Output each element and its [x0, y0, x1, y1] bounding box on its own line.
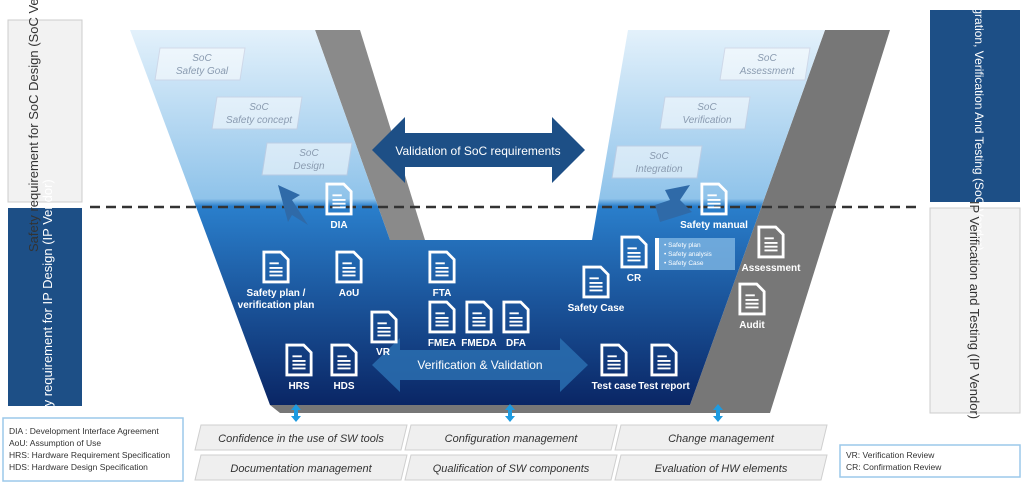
support-process: Change management	[614, 424, 828, 451]
svg-text:Change management: Change management	[668, 433, 775, 445]
svg-text:• Safety plan• Safety analysis: • Safety plan• Safety analysis• Safety C…	[664, 242, 713, 267]
svg-text:Verification: Verification	[682, 115, 732, 126]
svg-text:FMEDA: FMEDA	[461, 338, 497, 349]
doc-assessment: Assessment	[742, 225, 802, 274]
right-step: SoC Assessment	[719, 47, 811, 81]
svg-text:Test report: Test report	[638, 381, 690, 392]
support-process: Configuration management	[404, 424, 618, 451]
svg-text:DIA: DIA	[330, 220, 347, 231]
svg-text:Safety manual: Safety manual	[680, 220, 748, 231]
doc-dfa: DFA	[502, 300, 530, 349]
validation-label: Validation of SoC requirements	[395, 144, 560, 158]
right-arm-shadow	[270, 30, 890, 413]
doc-fmea: FMEA	[428, 300, 456, 349]
svg-text:SoC: SoC	[299, 148, 319, 159]
side-label: Safety requirement for SoC Design (SoC V…	[26, 0, 41, 252]
soc-integration-sidebox	[930, 10, 1020, 202]
doc-safety-case: Safety Case	[568, 265, 625, 314]
svg-text:Evaluation of HW elements: Evaluation of HW elements	[655, 463, 788, 475]
legend-left	[2, 417, 184, 482]
left-step: SoC Safety Goal	[154, 47, 246, 81]
side-label: IP Verification and Testing (IP Vendor)	[967, 201, 982, 419]
svg-text:Configuration management: Configuration management	[445, 433, 579, 445]
side-label: Safety requirement for IP Design (IP Ven…	[40, 179, 55, 437]
right-step: SoC Verification	[659, 96, 751, 130]
svg-text:Safety Goal: Safety Goal	[176, 66, 229, 77]
svg-text:CR: CR	[627, 273, 642, 284]
svg-text:Safety plan /: Safety plan /	[247, 288, 306, 299]
doc-hrs: HRS	[285, 343, 313, 392]
svg-text:SoC: SoC	[249, 102, 269, 113]
doc-test-report: Test report	[638, 343, 690, 392]
svg-text:Documentation management: Documentation management	[230, 463, 372, 475]
vv-label: Verification & Validation	[417, 358, 542, 372]
left-arm-shadow	[315, 30, 425, 240]
ip-design-sidebox	[8, 208, 82, 406]
ip-verification-sidebox	[929, 207, 1021, 414]
right-step: SoC Integration	[611, 145, 703, 179]
doc-fmeda: FMEDA	[461, 300, 497, 349]
svg-text:DIA : Development Interface Ag: DIA : Development Interface AgreementAoU…	[9, 426, 170, 472]
doc-dia: DIA	[325, 182, 353, 231]
svg-text:Audit: Audit	[739, 320, 765, 331]
support-process: Confidence in the use of SW tools	[194, 424, 408, 451]
svg-text:SoC: SoC	[757, 53, 777, 64]
support-process: Evaluation of HW elements	[614, 454, 828, 481]
down-arrow	[278, 185, 308, 225]
support-process: Qualification of SW components	[404, 454, 618, 481]
doc-safety-manual: Safety manual	[680, 182, 748, 231]
svg-text:verification plan: verification plan	[238, 300, 315, 311]
svg-text:Safety Case: Safety Case	[568, 303, 625, 314]
svg-text:FMEA: FMEA	[428, 338, 456, 349]
link-arrows	[291, 404, 723, 422]
doc-audit: Audit	[738, 282, 766, 331]
support-process: Documentation management	[194, 454, 408, 481]
svg-text:VR: VR	[376, 347, 391, 358]
cr-detail-box	[655, 238, 735, 270]
svg-text:AoU: AoU	[339, 288, 360, 299]
legend-right	[839, 444, 1021, 478]
validation-arrow	[372, 117, 585, 183]
svg-text:Assessment: Assessment	[739, 66, 796, 77]
svg-text:Design: Design	[293, 161, 325, 172]
doc-vr: VR	[370, 310, 398, 358]
left-step: SoC Safety concept	[211, 96, 303, 130]
doc-hds: HDS	[330, 343, 358, 392]
svg-text:HRS: HRS	[288, 381, 309, 392]
svg-text:SoC: SoC	[649, 151, 669, 162]
svg-text:FTA: FTA	[433, 288, 452, 299]
doc-cr: CR	[620, 235, 648, 284]
svg-text:Integration: Integration	[635, 164, 683, 175]
svg-text:Qualification of SW components: Qualification of SW components	[433, 463, 590, 475]
doc-plan1: Safety plan /verification plan	[238, 250, 315, 311]
svg-text:SoC: SoC	[697, 102, 717, 113]
side-label: SoC integration, Verification And Testin…	[972, 0, 986, 251]
up-arrow	[655, 185, 692, 222]
svg-text:Test case: Test case	[592, 381, 637, 392]
left-step: SoC Design	[261, 142, 353, 176]
svg-text:Confidence in the use of SW to: Confidence in the use of SW tools	[218, 433, 384, 445]
svg-text:Assessment: Assessment	[742, 263, 802, 274]
soc-design-sidebox	[7, 19, 83, 203]
vv-arrow	[372, 338, 588, 392]
svg-text:SoC: SoC	[192, 53, 212, 64]
doc-test-case: Test case	[592, 343, 637, 392]
svg-text:Safety requirement for SoC Des: Safety requirement for SoC Design (SoC V…	[26, 0, 41, 252]
svg-text:DFA: DFA	[506, 338, 526, 349]
svg-text:Safety concept: Safety concept	[226, 115, 293, 126]
doc-fta: FTA	[428, 250, 456, 299]
svg-text:HDS: HDS	[333, 381, 354, 392]
doc-aou: AoU	[335, 250, 363, 299]
v-shape	[130, 30, 825, 405]
